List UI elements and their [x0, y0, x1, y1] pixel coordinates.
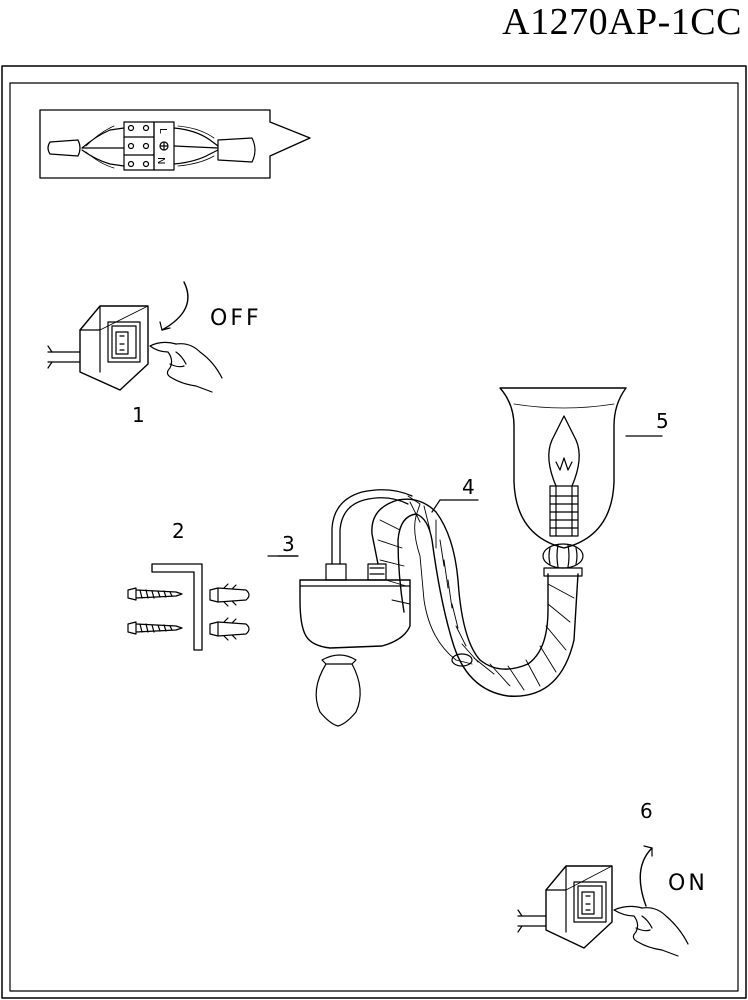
step-6-number: 6: [640, 799, 653, 823]
switch-on-hand-icon: [517, 845, 689, 957]
step-2-number: 2: [172, 519, 185, 543]
screw-icon: [127, 587, 183, 601]
screw-icon: [127, 621, 183, 635]
bracket-icon: [151, 563, 203, 651]
wall-plug-icon: [209, 617, 250, 641]
switch-on-label: ON: [668, 871, 708, 896]
sheet-frame: [1, 65, 747, 999]
wiring-diagram-icon: L N: [39, 109, 311, 179]
terminal-n-label: N: [155, 157, 166, 164]
step-4-number: 4: [462, 475, 475, 499]
switch-off-hand-icon: [47, 281, 223, 393]
step-3-number: 3: [282, 532, 295, 556]
step-1-number: 1: [132, 403, 145, 427]
model-code: A1270AP-1CC: [502, 1, 742, 43]
step-5-number: 5: [656, 409, 669, 433]
switch-off-label: OFF: [210, 306, 262, 331]
wall-lamp-icon: [267, 387, 627, 727]
terminal-l-label: L: [157, 128, 168, 134]
wall-plug-icon: [209, 583, 250, 607]
